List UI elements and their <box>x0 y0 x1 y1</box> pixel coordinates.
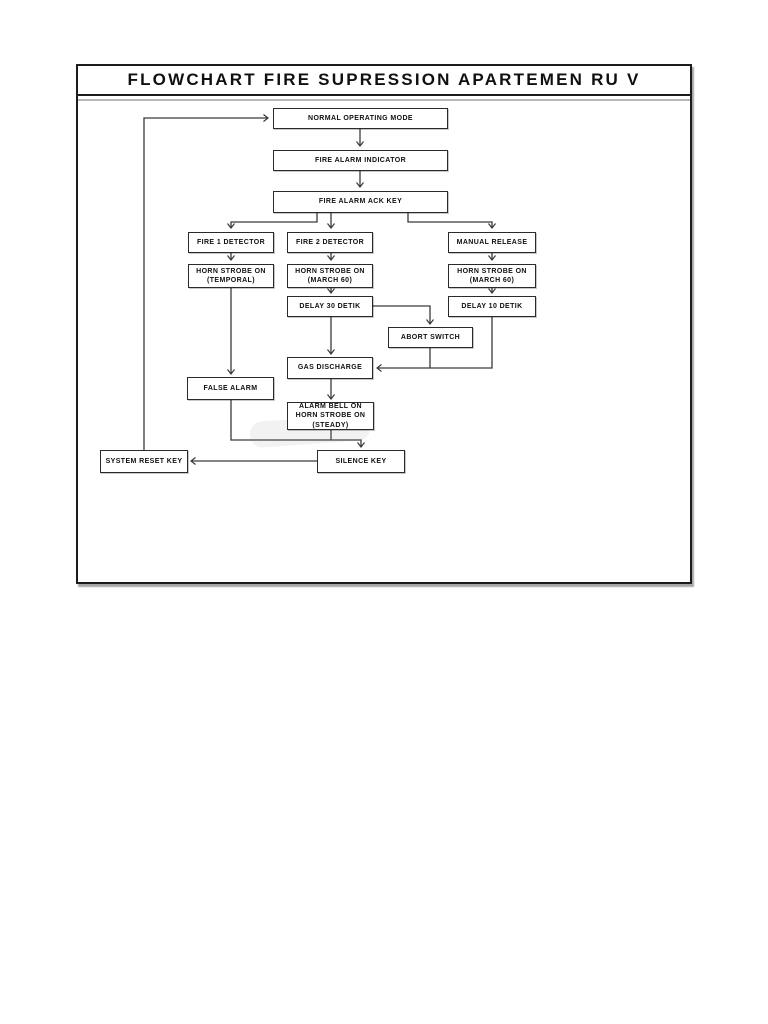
node-false-alarm: FALSE ALARM <box>187 377 274 400</box>
node-fire-alarm-indicator: FIRE ALARM INDICATOR <box>273 150 448 171</box>
node-manual-release: MANUAL RELEASE <box>448 232 536 253</box>
node-horn-strobe-march-mid: HORN STROBE ON (MARCH 60) <box>287 264 373 288</box>
node-fire1-detector: FIRE 1 DETECTOR <box>188 232 274 253</box>
document-frame: FLOWCHART FIRE SUPRESSION APARTEMEN RU V <box>76 64 692 584</box>
title-bar: FLOWCHART FIRE SUPRESSION APARTEMEN RU V <box>78 66 690 96</box>
node-alarm-bell-on: ALARM BELL ON HORN STROBE ON (STEADY) <box>287 402 374 430</box>
node-fire2-detector: FIRE 2 DETECTOR <box>287 232 373 253</box>
title-divider <box>78 99 690 101</box>
node-delay-10-detik: DELAY 10 DETIK <box>448 296 536 317</box>
node-gas-discharge: GAS DISCHARGE <box>287 357 373 379</box>
node-delay-30-detik: DELAY 30 DETIK <box>287 296 373 317</box>
node-horn-strobe-march-right: HORN STROBE ON (MARCH 60) <box>448 264 536 288</box>
page-title: FLOWCHART FIRE SUPRESSION APARTEMEN RU V <box>127 70 641 89</box>
node-silence-key: SILENCE KEY <box>317 450 405 473</box>
node-normal-operating-mode: NORMAL OPERATING MODE <box>273 108 448 129</box>
node-system-reset-key: SYSTEM RESET KEY <box>100 450 188 473</box>
node-horn-strobe-temporal: HORN STROBE ON (TEMPORAL) <box>188 264 274 288</box>
node-fire-alarm-ack-key: FIRE ALARM ACK KEY <box>273 191 448 213</box>
node-abort-switch: ABORT SWITCH <box>388 327 473 348</box>
